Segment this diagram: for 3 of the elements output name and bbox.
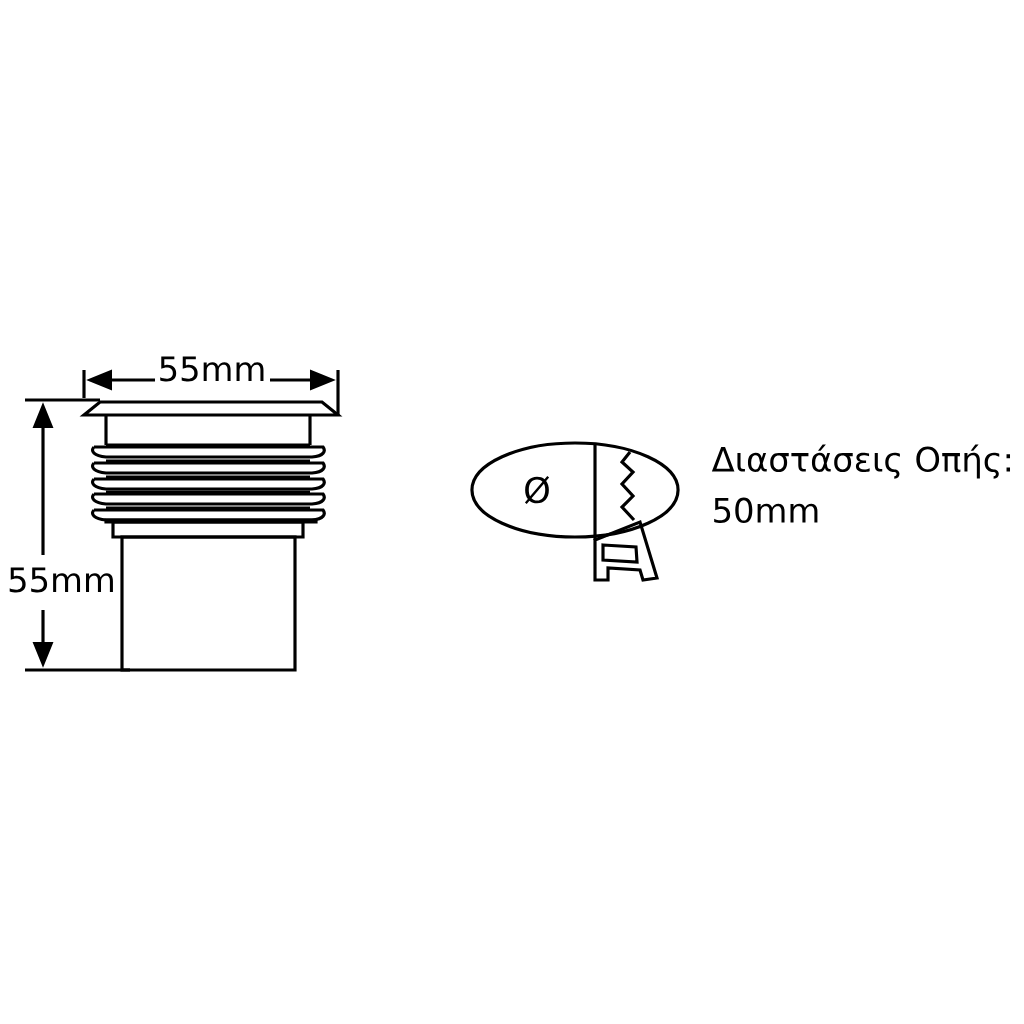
hole-size-note: Διαστάσεις Οπής: 50mm xyxy=(711,444,1010,524)
dimension-label: 55mm xyxy=(9,567,113,593)
dimension-label: 55mm xyxy=(160,356,264,382)
